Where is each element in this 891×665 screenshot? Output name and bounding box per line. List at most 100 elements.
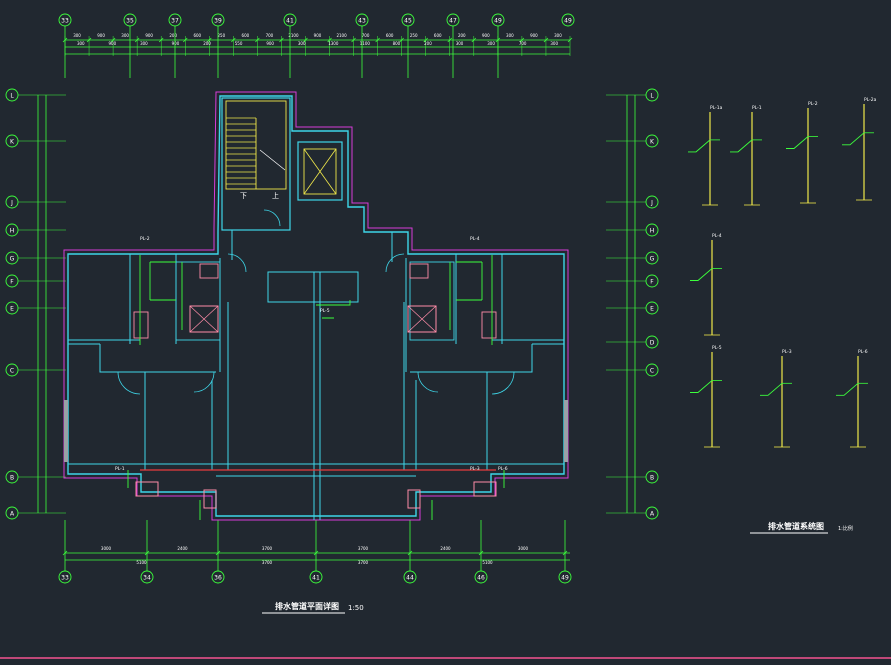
- grid-label: 49: [564, 17, 572, 24]
- grid-label: C: [650, 367, 654, 374]
- grid-bubble-circle: [645, 134, 659, 148]
- grid-bubble: B: [645, 470, 659, 484]
- grid-label: 49: [494, 17, 502, 24]
- grid-bubble-circle: [309, 570, 323, 584]
- building-plan: 下 上: [63, 91, 569, 521]
- grid-bubble-circle: [355, 13, 369, 27]
- grid-bubble: B: [5, 470, 19, 484]
- stair-down-label: 下: [240, 192, 247, 200]
- grid-label: E: [10, 305, 14, 312]
- grid-label: K: [10, 138, 15, 145]
- grid-bubble-circle: [58, 570, 72, 584]
- grid-bubble: F: [645, 274, 659, 288]
- grid-bubble-circle: [474, 570, 488, 584]
- grid-bubble: H: [5, 223, 19, 237]
- dim-value: 300: [298, 41, 306, 46]
- dim-value: 2100: [336, 33, 347, 38]
- grid-bubble: 35: [123, 13, 137, 27]
- grid-bubble-circle: [558, 570, 572, 584]
- riser-diagram: PL-2: [786, 101, 818, 204]
- grid-bubble-circle: [645, 251, 659, 265]
- grid-label: J: [650, 199, 653, 206]
- grid-label: C: [10, 367, 14, 374]
- dim-value: 800: [393, 41, 401, 46]
- system-title: 排水管道系统图: [768, 521, 824, 531]
- grid-label: F: [650, 278, 654, 285]
- riser-diagram: PL-3: [760, 349, 792, 448]
- grid-bubble-circle: [446, 13, 460, 27]
- branch-pipe: [690, 380, 713, 393]
- grid-bubble-circle: [140, 570, 154, 584]
- dim-value: 3700: [262, 560, 273, 565]
- grid-bubble: 33: [58, 13, 72, 27]
- grid-bubble-circle: [645, 88, 659, 102]
- grid-bubble-circle: [5, 470, 19, 484]
- dim-value: 300: [554, 33, 562, 38]
- grid-label: 33: [61, 574, 69, 581]
- riser-diagram: PL-4: [690, 233, 722, 336]
- grid-label: L: [650, 92, 654, 99]
- grid-bubble-circle: [283, 13, 297, 27]
- branch-pipe: [688, 139, 711, 153]
- dim-value: 900: [97, 33, 105, 38]
- dim-value: 900: [172, 41, 180, 46]
- plan-riser-tag: PL-6: [498, 466, 508, 472]
- grid-bubble: D: [645, 335, 659, 349]
- grid-bubble-circle: [645, 470, 659, 484]
- dim-value: 250: [217, 33, 225, 38]
- grid-label: B: [650, 474, 654, 481]
- grid-bubble: 44: [403, 570, 417, 584]
- dim-value: 300: [506, 33, 514, 38]
- dim-value: 3700: [358, 546, 369, 551]
- grid-bubble-circle: [645, 506, 659, 520]
- grid-bubble-circle: [645, 274, 659, 288]
- grid-label: D: [650, 339, 655, 346]
- grid-bubble: 37: [168, 13, 182, 27]
- grid-bubble-circle: [401, 13, 415, 27]
- dim-value: 300: [550, 41, 558, 46]
- grid-label: H: [650, 227, 655, 234]
- grid-label: 34: [143, 574, 151, 581]
- grid-label: G: [10, 255, 15, 262]
- branch-pipe: [836, 382, 859, 396]
- stair-up-label: 上: [272, 191, 279, 200]
- grid-bubble-circle: [645, 301, 659, 315]
- grid-bubble: G: [645, 251, 659, 265]
- grid-bubble-circle: [58, 13, 72, 27]
- dim-value: 200: [169, 33, 177, 38]
- dim-value: 900: [314, 33, 322, 38]
- riser-label: PL-2a: [864, 97, 877, 103]
- plan-riser-tag: PL-4: [470, 236, 480, 242]
- grid-label: 35: [126, 17, 134, 24]
- plan-title: 排水管道平面详图: [275, 601, 339, 611]
- plan-scale: 1:50: [348, 604, 364, 612]
- grid-bubble-circle: [645, 335, 659, 349]
- grid-bubble: J: [645, 195, 659, 209]
- dim-value: 200: [203, 41, 211, 46]
- plan-riser-tag: PL-1: [115, 466, 125, 472]
- dim-value: 3000: [518, 546, 529, 551]
- grid-bubble: K: [5, 134, 19, 148]
- plan-riser-tag: PL-3: [470, 466, 480, 472]
- grid-bubble: J: [5, 195, 19, 209]
- grid-bubble-circle: [645, 363, 659, 377]
- riser-label: PL-5: [712, 345, 722, 351]
- grid-label: L: [10, 92, 14, 99]
- dim-value: 1300: [328, 41, 339, 46]
- grid-bubble-circle: [491, 13, 505, 27]
- dim-value: 900: [530, 33, 538, 38]
- dim-value: 300: [456, 41, 464, 46]
- branch-pipe: [842, 132, 865, 146]
- plan-riser-tag: PL-5: [320, 308, 330, 314]
- grid-bubble: L: [645, 88, 659, 102]
- grid-bubble: 46: [474, 570, 488, 584]
- grid-bubble-circle: [5, 506, 19, 520]
- grid-label: E: [650, 305, 654, 312]
